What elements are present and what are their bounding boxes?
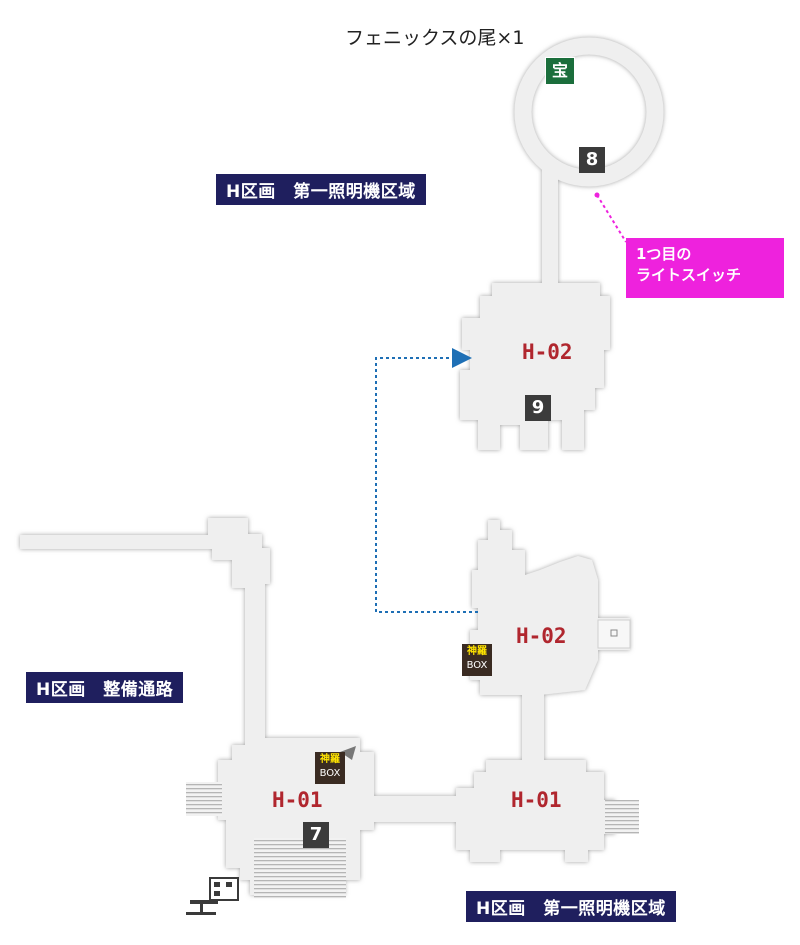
side-door <box>597 619 631 649</box>
stairs-left <box>186 782 222 816</box>
route-path <box>375 348 478 613</box>
callout-leader <box>596 194 627 243</box>
room-h02-lower <box>470 520 630 695</box>
ring-corridor <box>542 160 558 290</box>
callout-dot <box>594 192 600 198</box>
corridor-h02-h01 <box>522 690 544 760</box>
room-label-h02-lower: H-02 <box>516 624 567 648</box>
corridor-h01 <box>370 796 462 822</box>
room-label-h01-left: H-01 <box>272 788 323 812</box>
marker-7[interactable]: 7 <box>303 822 329 848</box>
room-upper-left <box>208 518 270 600</box>
corridor-vertical-left <box>245 580 265 750</box>
stairs-right <box>605 800 639 834</box>
ring-room <box>514 37 664 187</box>
room-h02-upper <box>460 283 610 450</box>
callout-line-2: ライトスイッチ <box>636 266 742 284</box>
area-label-top: H区画 第一照明機区域 <box>216 174 426 205</box>
box-pointer-icon <box>340 746 356 760</box>
box-label-2: BOX <box>466 660 488 671</box>
marker-8[interactable]: 8 <box>579 147 605 173</box>
box-label-1: 神羅 <box>320 754 340 765</box>
shinra-box-icon-upper[interactable]: 神羅 BOX <box>462 644 492 676</box>
treasure-label: フェニックスの尾×1 <box>345 27 525 49</box>
stairs-bottom <box>254 838 346 898</box>
area-label-middle-left: H区画 整備通路 <box>26 672 184 703</box>
box-label-1: 神羅 <box>467 646 487 657</box>
light-switch-callout: 1つ目の ライトスイッチ <box>626 238 784 298</box>
room-h01-right <box>456 760 615 862</box>
room-label-h01-right: H-01 <box>511 788 562 812</box>
door-icon <box>610 629 618 637</box>
room-label-h02-upper: H-02 <box>522 340 573 364</box>
corridor-west <box>20 535 215 549</box>
area-label-bottom: H区画 第一照明機区域 <box>466 891 676 922</box>
shinra-box-icon-lower[interactable]: 神羅 BOX <box>315 752 345 784</box>
box-label-2: BOX <box>319 768 341 779</box>
callout-line-1: 1つ目の <box>636 245 692 263</box>
vendor-icon <box>186 877 239 915</box>
treasure-icon[interactable]: 宝 <box>545 57 575 85</box>
marker-9[interactable]: 9 <box>525 395 551 421</box>
